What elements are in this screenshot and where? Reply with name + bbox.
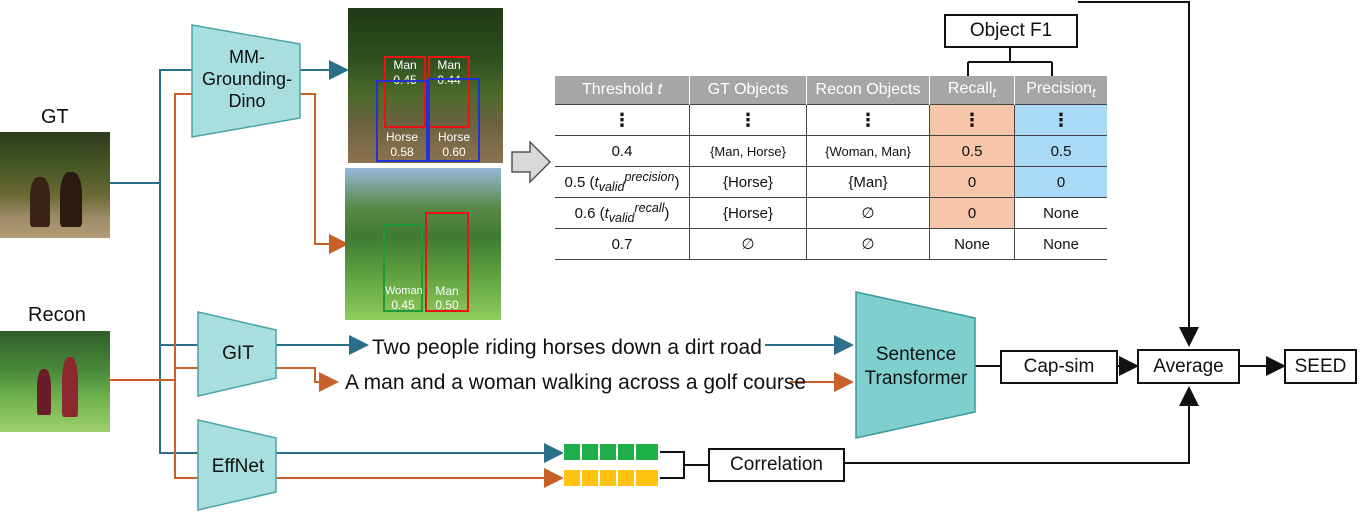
det-recon-man-score: 0.50 bbox=[435, 298, 459, 312]
git-block bbox=[197, 311, 277, 397]
det-gt-horse1-score: 0.58 bbox=[390, 145, 414, 159]
det-gt-man1-label: Man bbox=[393, 58, 417, 72]
effnet-label: EffNet bbox=[211, 456, 265, 477]
table-row: 0.5 (tvalidprecision) {Horse} {Man} 0 0 bbox=[555, 166, 1107, 198]
sentence-transformer-block bbox=[855, 291, 976, 439]
col-threshold: Threshold t bbox=[555, 76, 690, 105]
correlation-box: Correlation bbox=[708, 448, 845, 482]
det-gt-man2-score: 0.44 bbox=[437, 73, 461, 87]
sentence-transformer-label: Sentence Transformer bbox=[864, 344, 968, 389]
average-box: Average bbox=[1137, 349, 1240, 384]
gt-caption: Two people riding horses down a dirt roa… bbox=[372, 336, 762, 359]
col-gt-objects: GT Objects bbox=[689, 76, 807, 105]
det-recon-man-label: Man bbox=[435, 284, 459, 298]
threshold-table: Threshold t GT Objects Recon Objects Rec… bbox=[555, 76, 1107, 260]
det-gt-horse2-score: 0.60 bbox=[442, 145, 466, 159]
recon-caption: A man and a woman walking across a golf … bbox=[345, 371, 807, 394]
grounding-dino-block bbox=[191, 24, 301, 138]
col-recon-objects: Recon Objects bbox=[806, 76, 930, 105]
det-gt-horse1-label: Horse bbox=[385, 130, 418, 144]
gt-label: GT bbox=[41, 106, 69, 128]
effnet-block bbox=[197, 419, 277, 511]
recon-feature-vector bbox=[563, 469, 659, 487]
gt-image bbox=[0, 132, 110, 238]
det-recon-woman-label: Woman bbox=[385, 285, 423, 297]
col-precision: Precisiont bbox=[1014, 76, 1107, 105]
recon-image bbox=[0, 331, 110, 432]
table-row: 0.7 ∅ ∅ None None bbox=[555, 228, 1107, 260]
col-recall: Recallt bbox=[929, 76, 1015, 105]
gt-detection-image: Man 0.45 Man 0.44 Horse 0.58 Horse 0.60 bbox=[348, 8, 503, 163]
table-row: 0.6 (tvalidrecall) {Horse} ∅ 0 None bbox=[555, 197, 1107, 229]
object-f1-box: Object F1 bbox=[944, 14, 1078, 48]
det-recon-woman-score: 0.45 bbox=[391, 298, 415, 312]
det-gt-man2-label: Man bbox=[437, 58, 461, 72]
git-label: GIT bbox=[222, 343, 254, 364]
recon-label: Recon bbox=[28, 304, 86, 326]
gt-feature-vector bbox=[563, 443, 659, 461]
table-row: 0.4 {Man, Horse} {Woman, Man} 0.5 0.5 bbox=[555, 135, 1107, 167]
recon-detection-image: Woman 0.45 Man 0.50 bbox=[345, 168, 501, 320]
table-row: ⋮ ⋮ ⋮ ⋮ ⋮ bbox=[555, 104, 1107, 136]
seed-box: SEED bbox=[1284, 349, 1357, 384]
det-gt-horse2-label: Horse bbox=[437, 130, 470, 144]
cap-sim-box: Cap-sim bbox=[1000, 350, 1118, 384]
grounding-dino-label: MM- Grounding- Dino bbox=[201, 47, 293, 111]
